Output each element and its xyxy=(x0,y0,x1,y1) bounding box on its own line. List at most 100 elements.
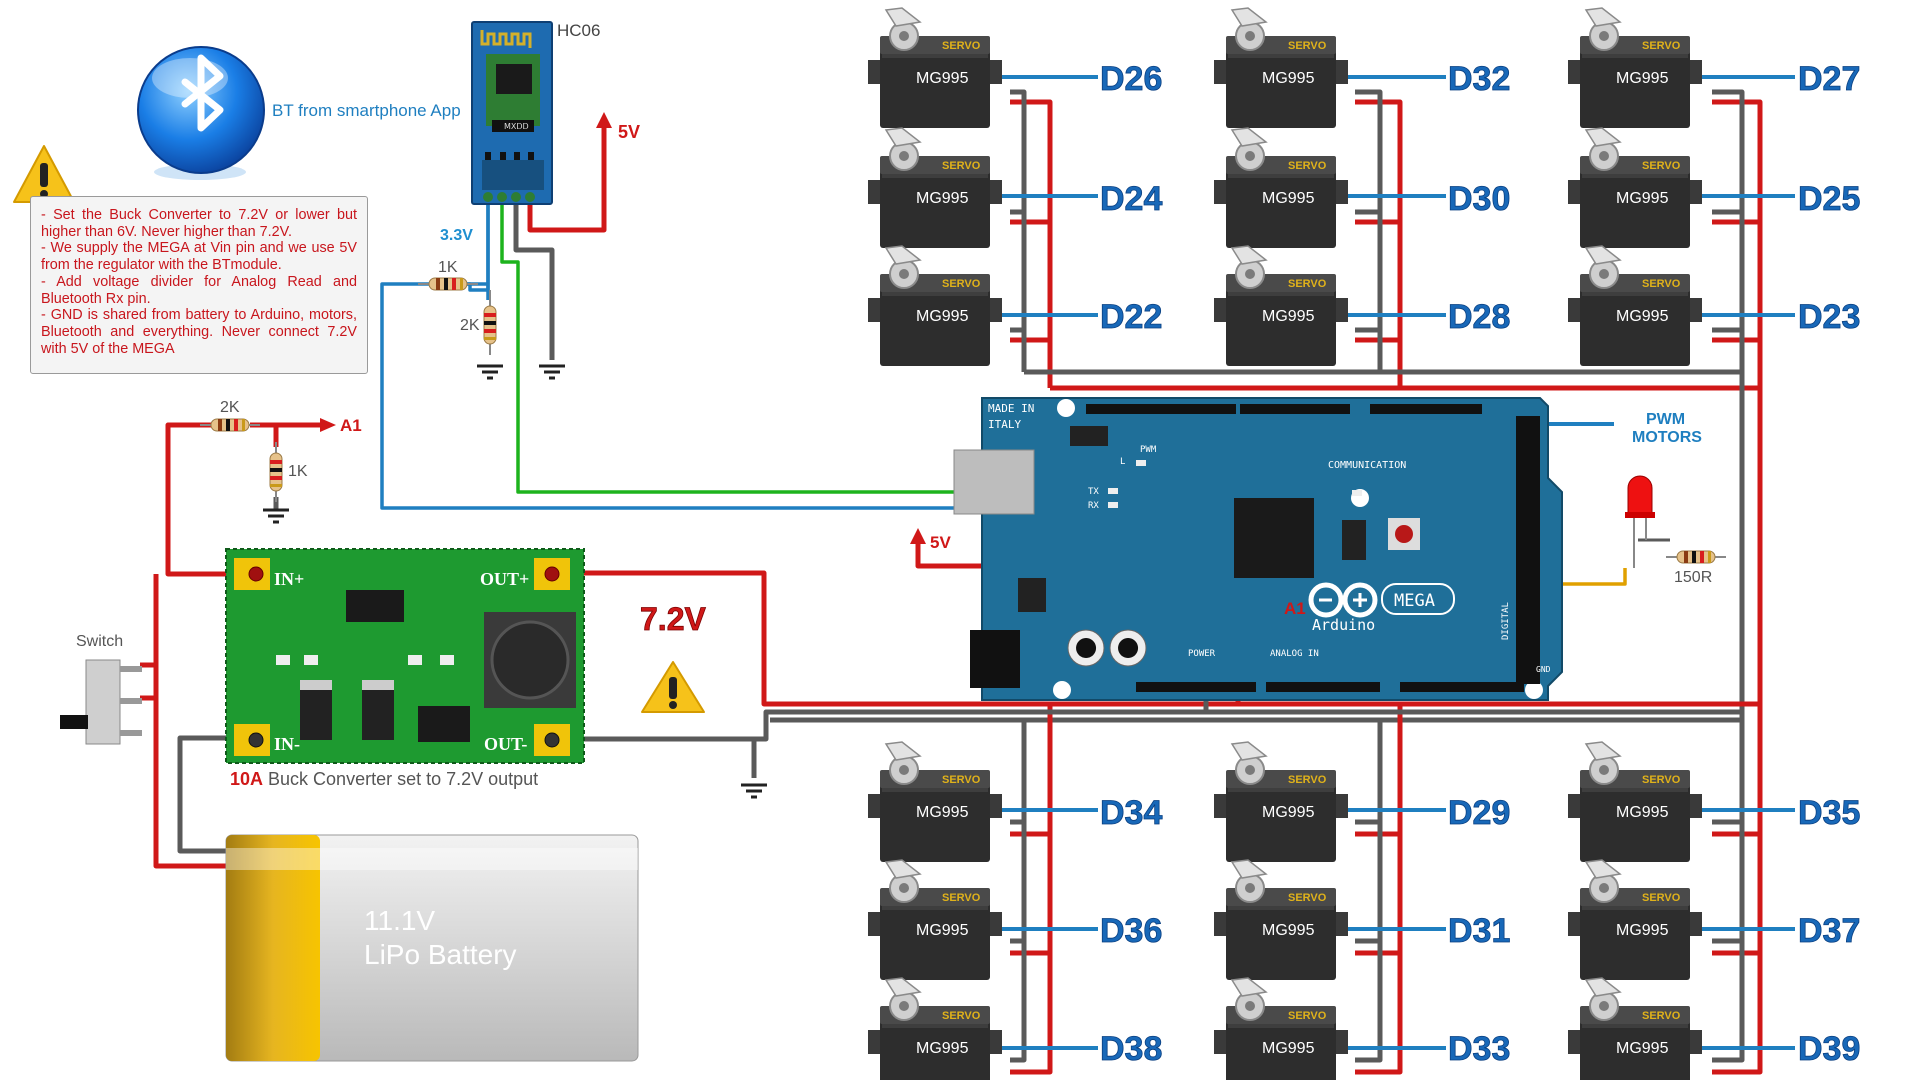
note-line-3: - Add voltage divider for Analog Read an… xyxy=(41,273,357,307)
warning-icon xyxy=(641,661,705,713)
servo-brand: SERVO xyxy=(942,278,981,290)
servo-model: MG995 xyxy=(1616,804,1669,821)
servo-body xyxy=(867,7,1003,129)
resistor-2k-divider xyxy=(199,418,261,432)
arduino-italy: ITALY xyxy=(988,418,1021,431)
servo-motor: SERVO MG995 xyxy=(1213,7,1349,129)
servo-body xyxy=(867,741,1003,863)
servo-body xyxy=(1213,977,1349,1080)
arduino-power-label: POWER xyxy=(1188,649,1216,659)
servo-brand: SERVO xyxy=(942,40,981,52)
red-led xyxy=(1625,475,1655,568)
arduino-analog-in-label: ANALOG IN xyxy=(1270,649,1319,659)
arduino-logo xyxy=(1308,582,1455,618)
servo-body xyxy=(1567,859,1703,981)
servo-body xyxy=(1213,245,1349,367)
servo-brand: SERVO xyxy=(1642,892,1681,904)
servo-motor: SERVO MG995 xyxy=(867,977,1003,1080)
servo-brand: SERVO xyxy=(942,774,981,786)
buck-out-minus-label: OUT- xyxy=(484,734,527,754)
servo-model: MG995 xyxy=(1616,922,1669,939)
servo-model: MG995 xyxy=(916,1040,969,1057)
servo-pin-label: D25 xyxy=(1798,180,1860,218)
servo-pin-label: D32 xyxy=(1448,60,1510,98)
servo-brand: SERVO xyxy=(1288,278,1327,290)
arduino-made-in: MADE IN xyxy=(988,402,1034,415)
warning-icon xyxy=(13,145,75,203)
servo-body xyxy=(1567,127,1703,249)
battery-line2: LiPo Battery xyxy=(364,939,517,970)
power-switch xyxy=(60,659,142,745)
note-line-2: - We supply the MEGA at Vin pin and we u… xyxy=(41,240,357,274)
servo-pin-label: D27 xyxy=(1798,60,1860,98)
servo-model: MG995 xyxy=(916,70,969,87)
servo-brand: SERVO xyxy=(1642,1010,1681,1022)
servo-body xyxy=(1213,859,1349,981)
bt-resistor-1k-label: 1K xyxy=(438,259,458,276)
servo-pin-label: D26 xyxy=(1100,60,1162,98)
divider-r-top-label: 2K xyxy=(220,399,240,416)
servo-model: MG995 xyxy=(1616,1040,1669,1057)
hc06-module: ⅯⅩⅮⅮ xyxy=(471,21,553,205)
hc06-5v-arrow xyxy=(596,112,612,128)
bt-caption: BT from smartphone App xyxy=(272,101,461,120)
servo-model: MG995 xyxy=(1616,190,1669,207)
servo-motor: SERVO MG995 xyxy=(1567,977,1703,1080)
warning-note: - Set the Buck Converter to 7.2V or lowe… xyxy=(30,196,368,374)
servo-brand: SERVO xyxy=(942,892,981,904)
arduino-mega-board xyxy=(953,397,1563,701)
arduino-brand: Arduino xyxy=(1312,616,1375,634)
servo-model: MG995 xyxy=(1262,70,1315,87)
servo-pin-label: D38 xyxy=(1100,1030,1162,1068)
switch-label: Switch xyxy=(76,633,123,650)
hc06-label: HC06 xyxy=(557,21,600,40)
servo-model: MG995 xyxy=(916,804,969,821)
note-line-1: - Set the Buck Converter to 7.2V or lowe… xyxy=(41,207,357,240)
servo-body xyxy=(867,127,1003,249)
buck-caption-rest: Buck Converter set to 7.2V output xyxy=(263,769,538,789)
buck-converter xyxy=(225,548,585,764)
buck-in-plus-label: IN+ xyxy=(274,569,304,589)
arduino-tx-label: TX xyxy=(1088,487,1099,497)
v33-label: 3.3V xyxy=(440,227,473,244)
servo-pin-label: D28 xyxy=(1448,298,1510,336)
resistor-2k-bt xyxy=(483,294,497,356)
arduino-digital-label: DIGITAL xyxy=(1501,602,1511,640)
servo-pin-label: D39 xyxy=(1798,1030,1860,1068)
servo-brand: SERVO xyxy=(1642,160,1681,172)
servo-brand: SERVO xyxy=(1288,160,1327,172)
servo-pin-label: D36 xyxy=(1100,912,1162,950)
resistor-150r xyxy=(1665,550,1727,564)
servo-pin-label: D30 xyxy=(1448,180,1510,218)
servo-motor: SERVO MG995 xyxy=(867,7,1003,129)
servo-brand: SERVO xyxy=(1288,1010,1327,1022)
arduino-l-label: L xyxy=(1120,457,1125,467)
servo-model: MG995 xyxy=(1262,308,1315,325)
arduino-a1-label: A1 xyxy=(1284,599,1306,618)
servo-brand: SERVO xyxy=(1642,278,1681,290)
servo-pin-label: D35 xyxy=(1798,794,1860,832)
servo-brand: SERVO xyxy=(942,1010,981,1022)
servo-brand: SERVO xyxy=(1288,40,1327,52)
ground-icon xyxy=(537,364,567,380)
note-line-4: - GND is shared from battery to Arduino,… xyxy=(41,307,357,357)
arduino-pwm-label: PWM xyxy=(1140,445,1157,455)
servo-model: MG995 xyxy=(916,922,969,939)
lipo-battery xyxy=(225,834,639,1062)
divider-r-bottom-label: 1K xyxy=(288,463,308,480)
ground-icon xyxy=(475,364,505,380)
arduino-on-label: ON xyxy=(1352,496,1362,505)
servo-model: MG995 xyxy=(1262,804,1315,821)
servo-motor: SERVO MG995 xyxy=(1567,127,1703,249)
arduino-gnd-label: GND xyxy=(1536,665,1551,674)
led-resistor-label: 150R xyxy=(1674,569,1712,586)
servo-body xyxy=(867,977,1003,1080)
servo-model: MG995 xyxy=(916,190,969,207)
buck-out-plus-label: OUT+ xyxy=(480,569,529,589)
